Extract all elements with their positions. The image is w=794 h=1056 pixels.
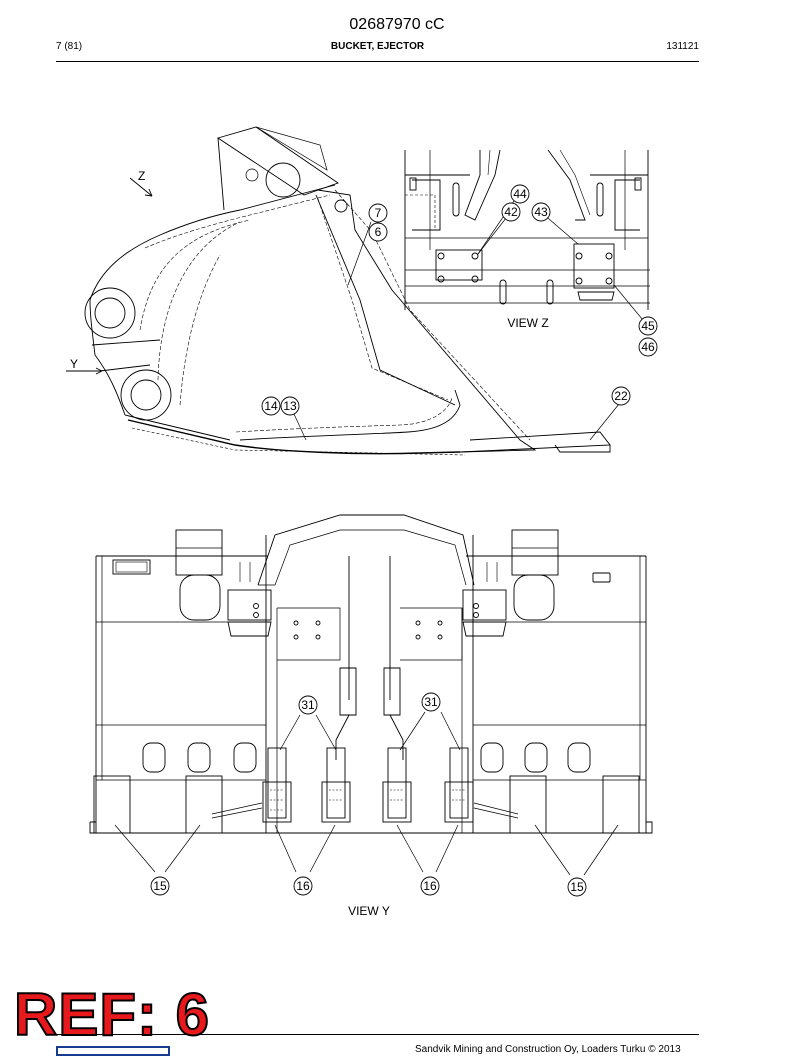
- callout-44: 44: [510, 184, 530, 204]
- callout-16-left: 16: [293, 876, 313, 896]
- svg-text:15: 15: [153, 879, 167, 893]
- svg-text:43: 43: [534, 205, 548, 219]
- view-y-bucket: [89, 514, 653, 876]
- svg-text:16: 16: [423, 879, 437, 893]
- reference-stamp: REF: 6: [13, 981, 211, 1048]
- callout-15-left: 15: [150, 876, 170, 896]
- callout-13: 13: [280, 396, 300, 416]
- company-logo: [56, 1046, 170, 1056]
- callout-22: 22: [611, 386, 631, 406]
- header-row: 7 (81) BUCKET, EJECTOR 131121: [56, 41, 699, 55]
- svg-text:44: 44: [513, 187, 527, 201]
- revision-code: 131121: [666, 41, 699, 52]
- svg-text:14: 14: [264, 399, 278, 413]
- callout-31-right: 31: [421, 692, 441, 712]
- z-arrow-label: Z: [138, 169, 145, 183]
- svg-text:31: 31: [301, 698, 315, 712]
- header-rule: [56, 61, 699, 62]
- callout-45: 45: [638, 316, 658, 336]
- callout-46: 46: [638, 337, 658, 357]
- callout-16-right: 16: [420, 876, 440, 896]
- svg-text:31: 31: [424, 695, 438, 709]
- svg-text:15: 15: [570, 880, 584, 894]
- side-view-bucket: [66, 126, 620, 456]
- callout-31-left: 31: [298, 695, 318, 715]
- page-title: BUCKET, EJECTOR: [330, 41, 425, 52]
- svg-text:16: 16: [296, 879, 310, 893]
- callout-14: 14: [261, 396, 281, 416]
- document-number: 02687970 cC: [349, 16, 445, 33]
- view-z-label: VIEW Z: [507, 316, 548, 330]
- y-arrow-label: Y: [70, 357, 78, 371]
- svg-text:45: 45: [641, 319, 655, 333]
- svg-text:7: 7: [375, 206, 382, 220]
- callout-15-right: 15: [567, 877, 587, 897]
- callout-43: 43: [531, 202, 551, 222]
- callout-6: 6: [368, 222, 388, 242]
- svg-text:46: 46: [641, 340, 655, 354]
- svg-text:22: 22: [614, 389, 628, 403]
- svg-text:13: 13: [283, 399, 297, 413]
- callout-42: 42: [501, 202, 521, 222]
- view-z-detail: [404, 149, 650, 326]
- svg-text:6: 6: [375, 225, 382, 239]
- svg-text:42: 42: [504, 205, 518, 219]
- view-y-label: VIEW Y: [348, 904, 390, 918]
- callout-7: 7: [368, 203, 388, 223]
- footer-rule: [56, 1034, 699, 1035]
- page-number: 7 (81): [56, 41, 83, 52]
- footer-copyright: Sandvik Mining and Construction Oy, Load…: [415, 1044, 681, 1055]
